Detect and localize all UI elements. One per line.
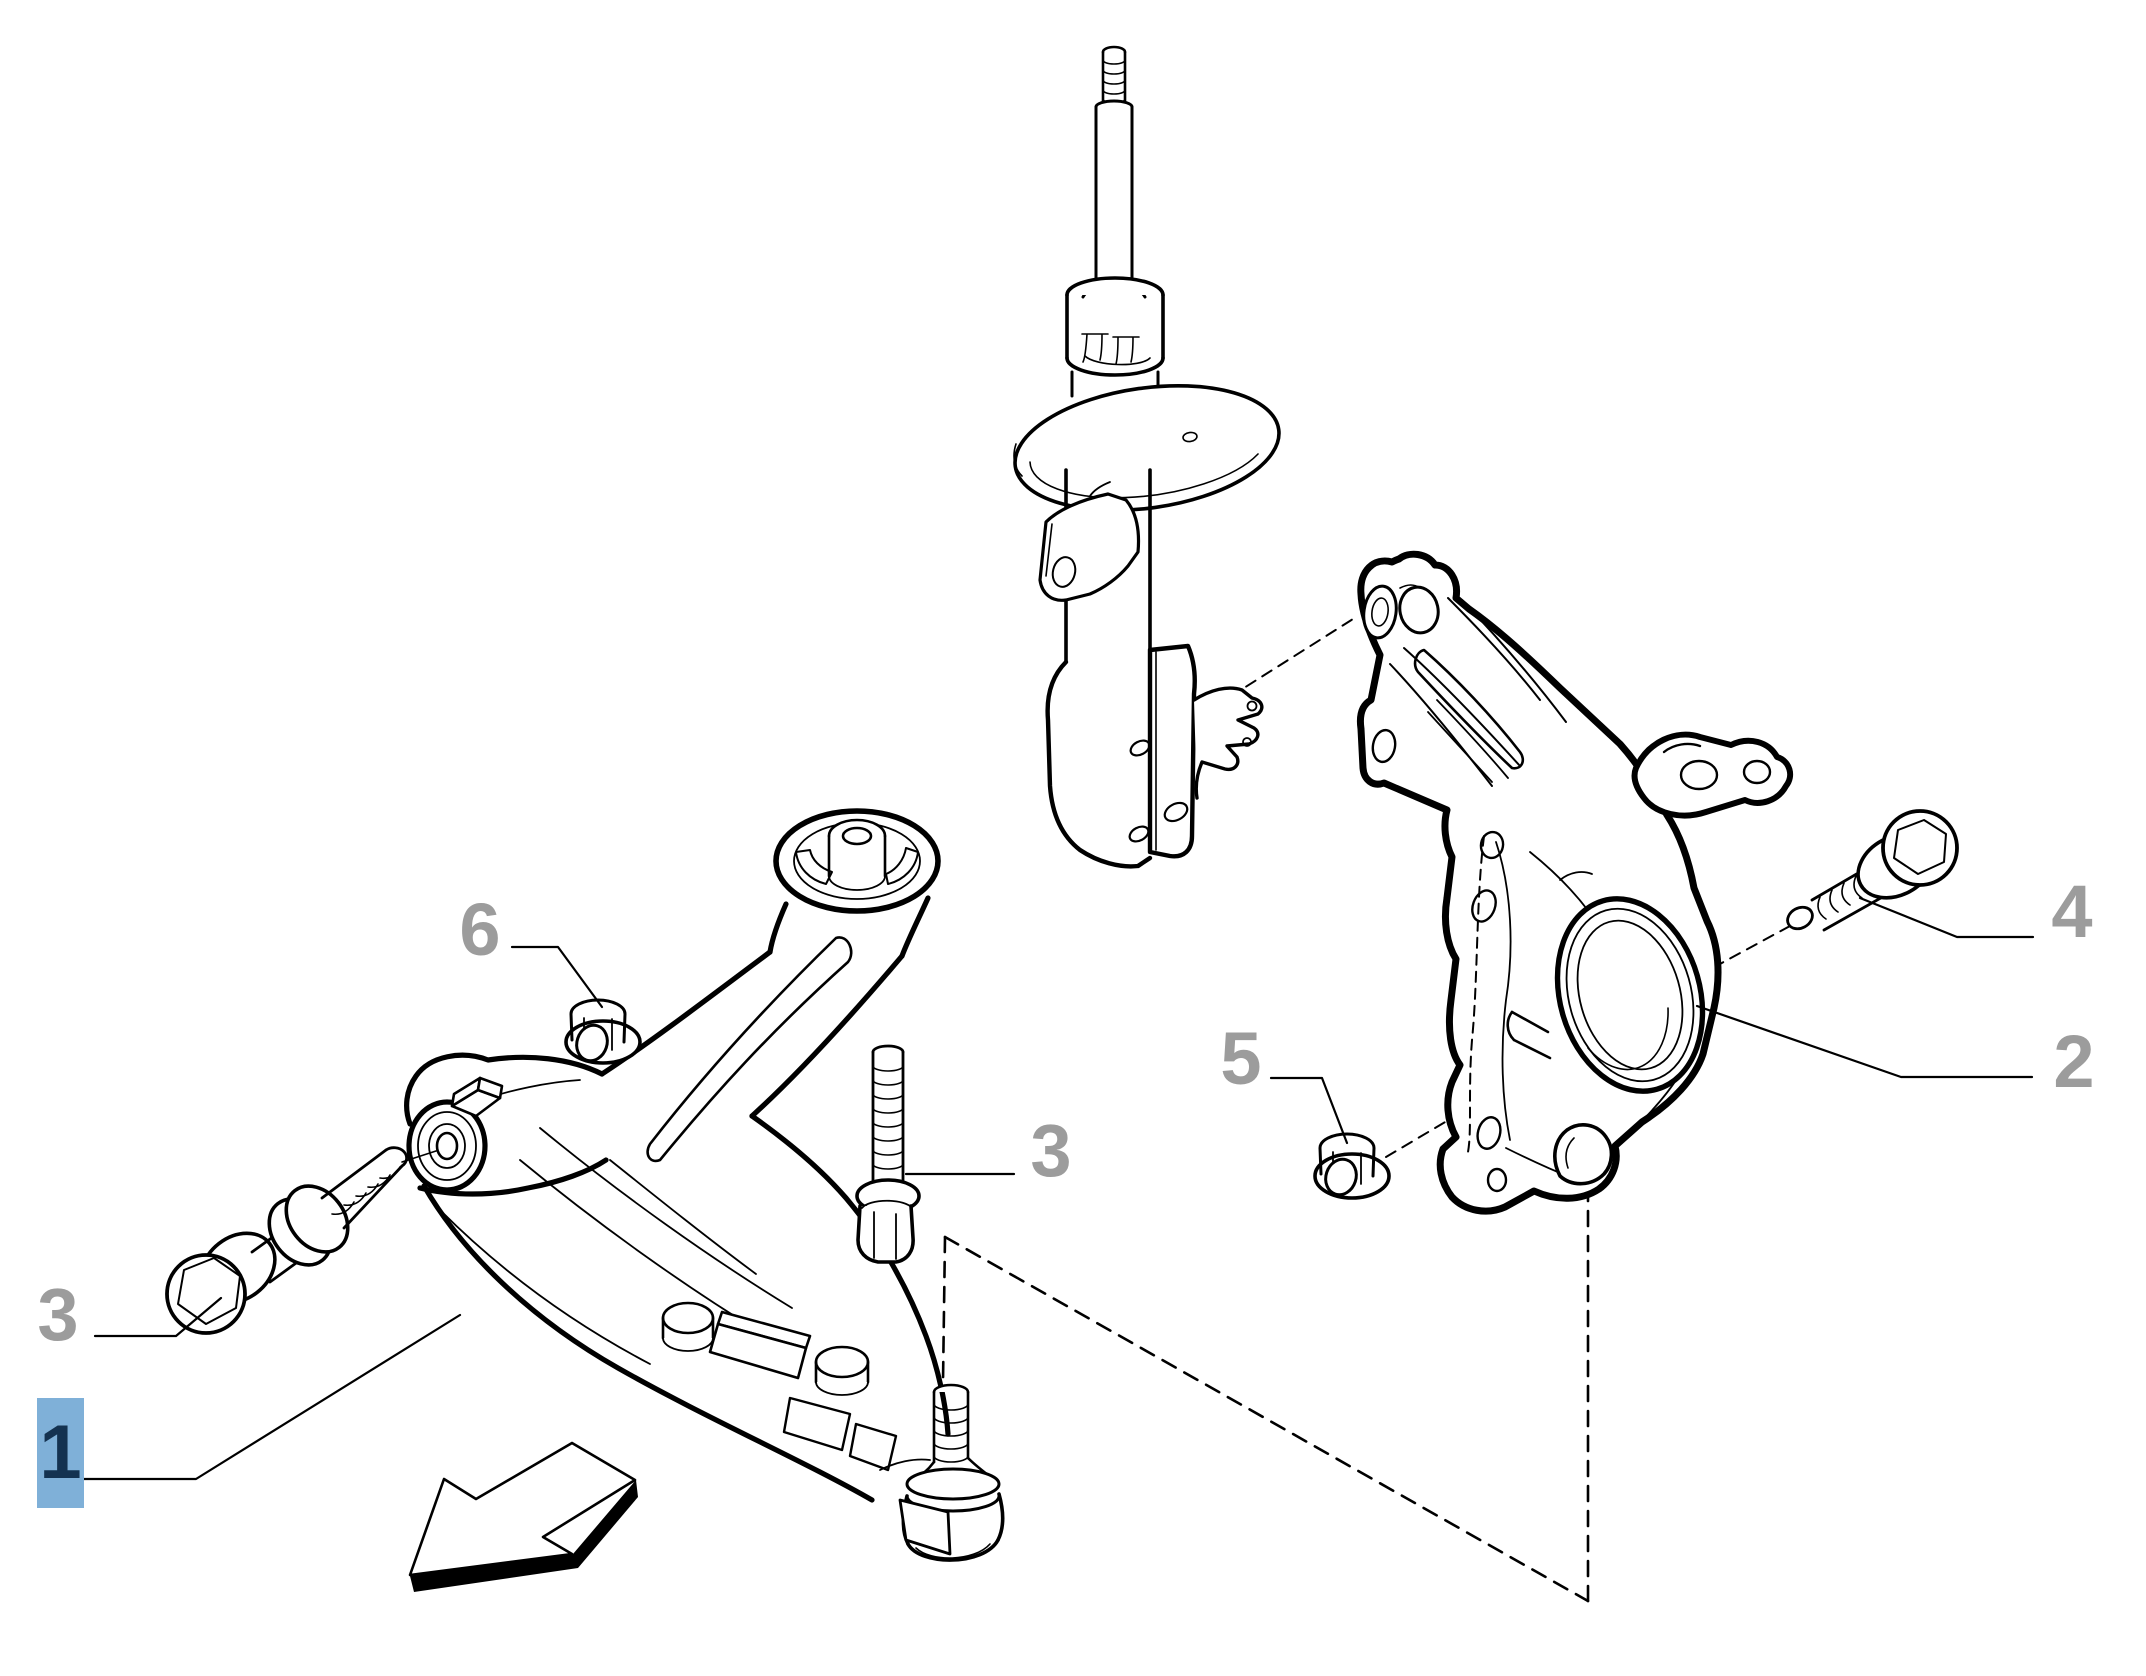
- callout-6[interactable]: 6: [459, 888, 501, 971]
- callout-leader-lines: [82, 896, 2035, 1481]
- callout-2[interactable]: 2: [2053, 1020, 2095, 1103]
- front-pivot-bolt[interactable]: [165, 1146, 437, 1335]
- ball-joint: [898, 1383, 1005, 1562]
- assembly-dashed-lines: [941, 1192, 1590, 1603]
- strut-assembly[interactable]: [1007, 45, 1287, 869]
- strut-clamp-bolt[interactable]: [1784, 809, 1959, 933]
- flanged-nut-5[interactable]: [1313, 1132, 1391, 1200]
- callout-3-middle[interactable]: 3: [1030, 1109, 1072, 1192]
- steering-knuckle[interactable]: [1356, 550, 1794, 1215]
- vertical-mount-bolt[interactable]: [855, 1044, 921, 1264]
- callout-3-left[interactable]: 3: [37, 1273, 79, 1356]
- callout-1-highlighted[interactable]: 1: [37, 1398, 84, 1508]
- callout-5[interactable]: 5: [1220, 1017, 1262, 1100]
- callout-4[interactable]: 4: [2051, 870, 2093, 953]
- flanged-nut-6[interactable]: [564, 998, 642, 1065]
- direction-arrow-icon: [408, 1441, 638, 1592]
- bolt-axis-line: [401, 1150, 437, 1163]
